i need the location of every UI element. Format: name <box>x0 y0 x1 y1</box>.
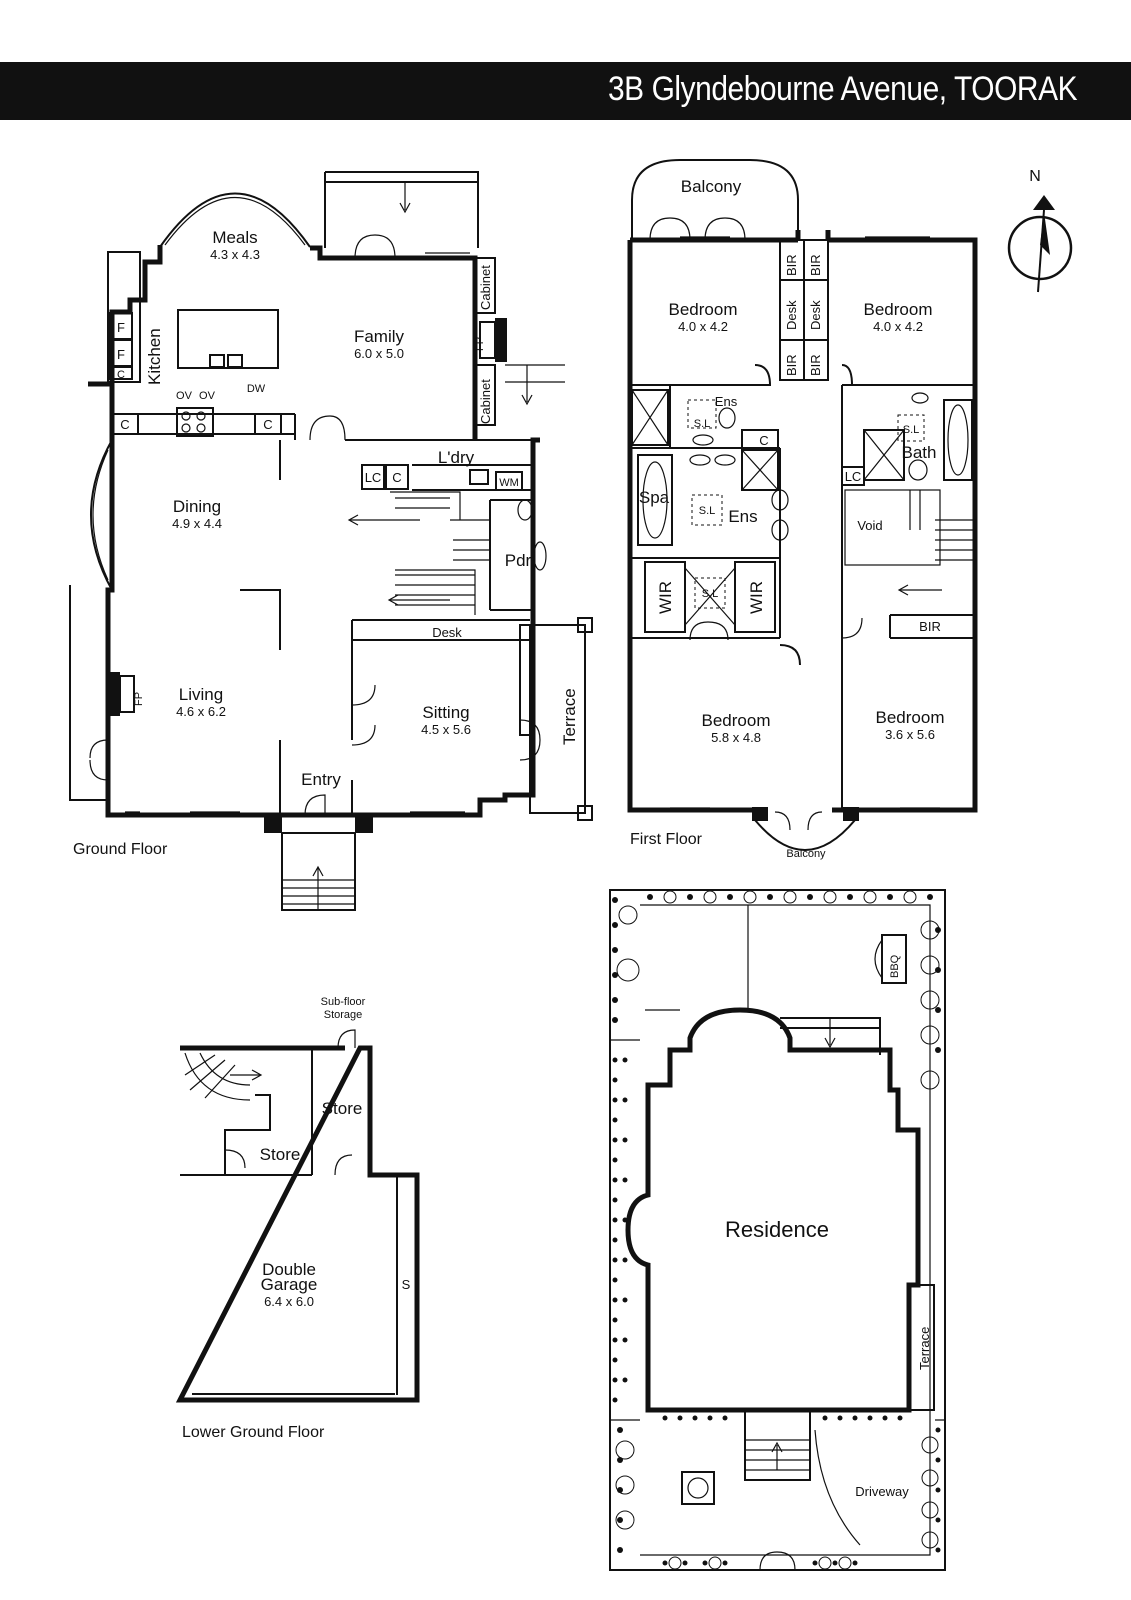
bedroom-ne-dims: 4.0 x 4.2 <box>873 319 923 334</box>
first-floor-plan <box>627 159 978 851</box>
bir-label-1: BIR <box>784 254 799 276</box>
subfloor-storage-line1: Sub-floor <box>321 996 366 1008</box>
entry-label: Entry <box>301 770 341 789</box>
header-banner: 3B Glyndebourne Avenue, TOORAK <box>0 62 1131 120</box>
cabinet-top-label: Cabinet <box>478 265 493 310</box>
bbq-label: BBQ <box>889 954 901 978</box>
store-label-2: Store <box>260 1145 301 1164</box>
first-floor-label: First Floor <box>630 831 703 848</box>
desk-label: Desk <box>432 625 462 640</box>
wir-left-label: WIR <box>656 581 675 614</box>
cabinet-bottom-label: Cabinet <box>478 379 493 424</box>
bedroom-sw-dims: 5.8 x 4.8 <box>711 730 761 745</box>
skylight-label-4: S.L <box>903 424 920 436</box>
fireplace-family-label: FP <box>474 337 486 351</box>
family-dims: 6.0 x 5.0 <box>354 346 404 361</box>
living-dims: 4.6 x 6.2 <box>176 704 226 719</box>
balcony-top-label: Balcony <box>681 177 742 196</box>
desk-label-2: Desk <box>808 300 823 330</box>
fireplace-living-label: FP <box>133 692 145 706</box>
meals-label: Meals <box>212 228 257 247</box>
ground-floor-plan <box>69 171 593 911</box>
property-address: 3B Glyndebourne Avenue, TOORAK <box>607 70 1078 108</box>
cupboard-left-label: C <box>120 417 129 432</box>
skylight-label-3: S.L <box>702 588 719 600</box>
sitting-label: Sitting <box>422 703 469 722</box>
wir-right-label: WIR <box>747 581 766 614</box>
cupboard-right-label: C <box>263 417 272 432</box>
site-plan <box>609 889 946 1571</box>
bir-label-2: BIR <box>808 254 823 276</box>
store-label-1: Store <box>322 1099 363 1118</box>
bir-label-4: BIR <box>808 354 823 376</box>
site-terrace-label: Terrace <box>917 1327 932 1370</box>
balcony-bottom-label: Balcony <box>786 848 826 860</box>
laundry-cupboard-label: C <box>392 470 401 485</box>
linen-cupboard-label: LC <box>365 470 382 485</box>
desk-label-1: Desk <box>784 300 799 330</box>
garage-label-line1: Double <box>262 1260 316 1279</box>
laundry-label: L'dry <box>438 448 475 467</box>
skylight-label-2: S.L <box>699 505 716 517</box>
bedroom-sw-label: Bedroom <box>702 711 771 730</box>
terrace-label: Terrace <box>560 688 579 745</box>
ground-floor-label: Ground Floor <box>73 841 168 858</box>
bedroom-nw-dims: 4.0 x 4.2 <box>678 319 728 334</box>
kitchen-label: Kitchen <box>145 328 164 385</box>
ensuite-small-label: Ens <box>715 394 738 409</box>
subfloor-storage-line2: Storage <box>324 1009 363 1021</box>
fridge-label-2: F <box>117 347 125 362</box>
north-label: N <box>1029 168 1041 185</box>
skylight-label-1: S.L <box>694 418 711 430</box>
north-compass-icon <box>1007 195 1073 293</box>
fridge-label-1: F <box>117 320 125 335</box>
living-label: Living <box>179 685 223 704</box>
powder-label: Pdr <box>505 551 532 570</box>
sitting-dims: 4.5 x 5.6 <box>421 722 471 737</box>
cupboard-small-label: C <box>117 369 125 381</box>
lower-ground-floor-label: Lower Ground Floor <box>182 1424 325 1441</box>
bir-label-3: BIR <box>784 354 799 376</box>
dining-dims: 4.9 x 4.4 <box>172 516 222 531</box>
lower-ground-floor-plan <box>175 1029 420 1403</box>
residence-label: Residence <box>725 1217 829 1242</box>
family-label: Family <box>354 327 405 346</box>
washing-machine-label: WM <box>499 477 519 489</box>
bir-label-5: BIR <box>919 619 941 634</box>
oven-label-1: OV <box>176 390 193 402</box>
bedroom-ne-label: Bedroom <box>864 300 933 319</box>
garage-dims: 6.4 x 6.0 <box>264 1294 314 1309</box>
ff-linen-cupboard-label: LC <box>845 469 862 484</box>
shelf-label: S <box>402 1277 411 1292</box>
spa-label: Spa <box>639 488 670 507</box>
bedroom-nw-label: Bedroom <box>669 300 738 319</box>
void-label: Void <box>857 518 882 533</box>
bedroom-se-label: Bedroom <box>876 708 945 727</box>
meals-dims: 4.3 x 4.3 <box>210 247 260 262</box>
dishwasher-label: DW <box>247 383 266 395</box>
bedroom-se-dims: 3.6 x 5.6 <box>885 727 935 742</box>
ensuite-main-label: Ens <box>728 507 757 526</box>
dining-label: Dining <box>173 497 221 516</box>
bath-label: Bath <box>902 443 937 462</box>
oven-label-2: OV <box>199 390 216 402</box>
ff-cupboard-label: C <box>759 433 768 448</box>
garage-label-line2: Garage <box>261 1275 318 1294</box>
driveway-label: Driveway <box>855 1484 909 1499</box>
